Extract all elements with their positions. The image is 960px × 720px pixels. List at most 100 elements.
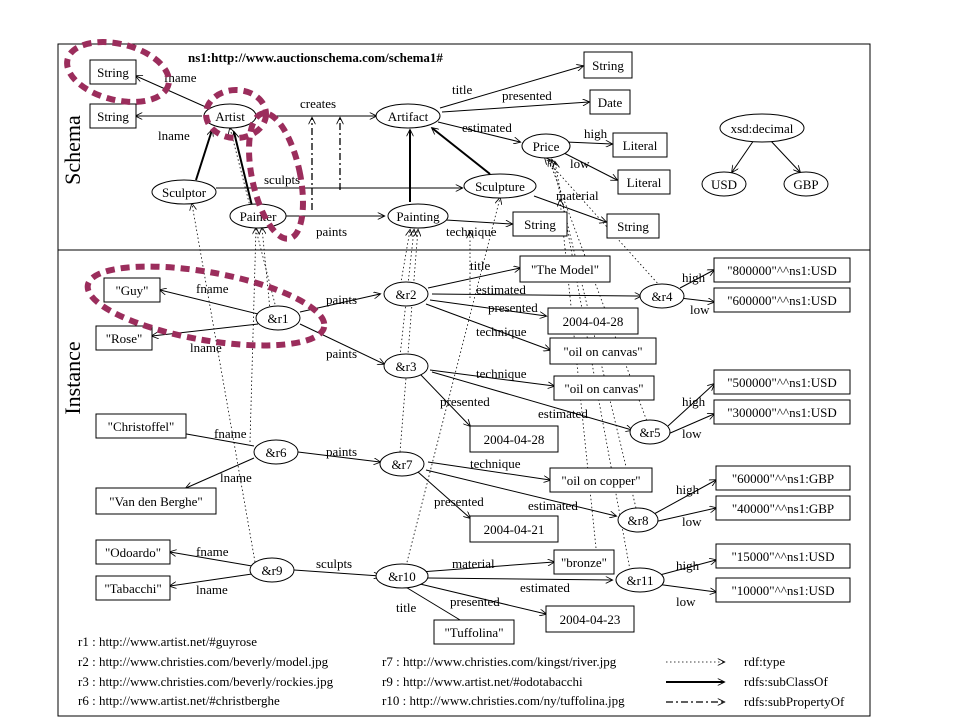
- string-title-text: String: [592, 58, 624, 73]
- r7-estimated-label: estimated: [528, 498, 578, 513]
- r4-high-box: [713, 257, 851, 283]
- schema-low-label: low: [570, 156, 590, 171]
- uri-r3: r3 : http://www.christies.com/beverly/ro…: [78, 674, 334, 689]
- oil-r3-text: "oil on canvas": [564, 381, 643, 396]
- r6-lname-label: lname: [220, 470, 252, 485]
- instance-nodes: [249, 281, 685, 593]
- string-material-box: [606, 213, 660, 239]
- r2-estimated-label: estimated: [476, 282, 526, 297]
- uri-r6: r6 : http://www.artist.net/#christberghe: [78, 693, 280, 708]
- legend-type-text: rdf:type: [744, 654, 785, 669]
- date-r7-box: [469, 515, 559, 543]
- artifact-node: [375, 103, 441, 129]
- r1-paints-r2-label: paints: [326, 292, 357, 307]
- r3-node: [383, 353, 429, 379]
- r4-high-label: high: [682, 270, 706, 285]
- rose-text: "Rose": [106, 331, 143, 346]
- painting-node: [387, 203, 449, 229]
- sculpture-node: [463, 173, 537, 199]
- date-r3-text: 2004-04-28: [484, 432, 545, 447]
- oil-copper-box: [549, 467, 653, 493]
- r1-fname-label: fname: [196, 281, 229, 296]
- r5-low-text: "300000"^^ns1:USD: [727, 405, 837, 420]
- r9-fname-label: fname: [196, 544, 229, 559]
- r8-high-box: [715, 465, 851, 491]
- r10-estimated-label: estimated: [520, 580, 570, 595]
- schema-boxes: [89, 51, 671, 239]
- usd-node: [701, 171, 747, 197]
- highlight-string-fname: [64, 39, 172, 105]
- r2-title-label: title: [470, 258, 490, 273]
- sculptor-node: [151, 179, 217, 205]
- r2-node: [383, 281, 429, 307]
- instance-boxes: [95, 255, 851, 645]
- bronze-box: [553, 549, 615, 575]
- date-r7-text: 2004-04-21: [484, 522, 545, 537]
- r3-estimated-label: estimated: [538, 406, 588, 421]
- r9-lname-label: lname: [196, 582, 228, 597]
- diagram-frame: [57, 43, 871, 717]
- bronze-text: "bronze": [561, 555, 607, 570]
- date-r10-text: 2004-04-23: [560, 612, 621, 627]
- legend-subproperty-text: rdfs:subPropertyOf: [744, 694, 845, 709]
- string-technique-box: [512, 211, 568, 237]
- date-r2-text: 2004-04-28: [563, 314, 624, 329]
- schema-box-labels: String String String Date Literal Litera…: [97, 58, 662, 234]
- r2-presented-label: presented: [488, 300, 538, 315]
- r7-node: [379, 451, 425, 477]
- r8-low-text: "40000"^^ns1:GBP: [732, 501, 834, 516]
- guy-box: [103, 277, 161, 303]
- r4-node: [639, 283, 685, 309]
- string-title-box: [583, 51, 633, 79]
- usd-label: USD: [711, 177, 737, 192]
- tabacchi-text: "Tabacchi": [104, 581, 161, 596]
- r8-label: &r8: [628, 513, 649, 528]
- string-fname-box: [89, 59, 137, 85]
- r2-label: &r2: [396, 287, 417, 302]
- r11-high-label: high: [676, 558, 700, 573]
- r7-technique-label: technique: [470, 456, 521, 471]
- christoffel-text: "Christoffel": [108, 419, 175, 434]
- r4-low-label: low: [690, 302, 710, 317]
- schema-node-labels: Artist Artifact Sculptor Painter Paintin…: [162, 109, 819, 224]
- string-fname-text: String: [97, 65, 129, 80]
- odoardo-text: "Odoardo": [105, 545, 161, 560]
- date-text: Date: [598, 95, 623, 110]
- christoffel-box: [95, 413, 187, 439]
- odoardo-box: [95, 539, 171, 565]
- painting-label: Painting: [396, 209, 440, 224]
- r10-label: &r10: [388, 569, 415, 584]
- price-node: [521, 133, 571, 159]
- uri-r2: r2 : http://www.christies.com/beverly/mo…: [78, 654, 329, 669]
- sculptor-label: Sculptor: [162, 185, 207, 200]
- r1-node: [255, 305, 301, 331]
- r7-label: &r7: [392, 457, 413, 472]
- r4-low-box: [713, 287, 851, 313]
- date-box: [589, 89, 631, 115]
- date-r2-box: [547, 307, 639, 335]
- highlights: [64, 39, 328, 349]
- oil-r2-text: "oil on canvas": [563, 344, 642, 359]
- uri-r1: r1 : http://www.artist.net/#guyrose: [78, 634, 257, 649]
- schema-presented-label: presented: [502, 88, 552, 103]
- subclass-links: [195, 128, 491, 207]
- r11-high-text: "15000"^^ns1:USD: [732, 549, 835, 564]
- vandenberghe-box: [95, 487, 217, 515]
- highlight-guy-r1: [84, 263, 328, 349]
- artifact-label: Artifact: [388, 109, 429, 124]
- uri-r10: r10 : http://www.christies.com/ny/tuffol…: [382, 693, 625, 708]
- string-lname-box: [89, 103, 137, 129]
- string-material-text: String: [617, 219, 649, 234]
- r9-sculpts-label: sculpts: [316, 556, 352, 571]
- r11-label: &r11: [627, 573, 654, 588]
- r11-low-label: low: [676, 594, 696, 609]
- schema-nodes: [151, 103, 829, 229]
- r6-label: &r6: [266, 445, 287, 460]
- schema-creates-label: creates: [300, 96, 336, 111]
- sculpture-label: Sculpture: [475, 179, 525, 194]
- oil-r3-box: [553, 375, 655, 401]
- uri-r9: r9 : http://www.artist.net/#odotabacchi: [382, 674, 583, 689]
- schema-paints-label: paints: [316, 224, 347, 239]
- r5-high-text: "500000"^^ns1:USD: [727, 375, 837, 390]
- schema-estimated-label: estimated: [462, 120, 512, 135]
